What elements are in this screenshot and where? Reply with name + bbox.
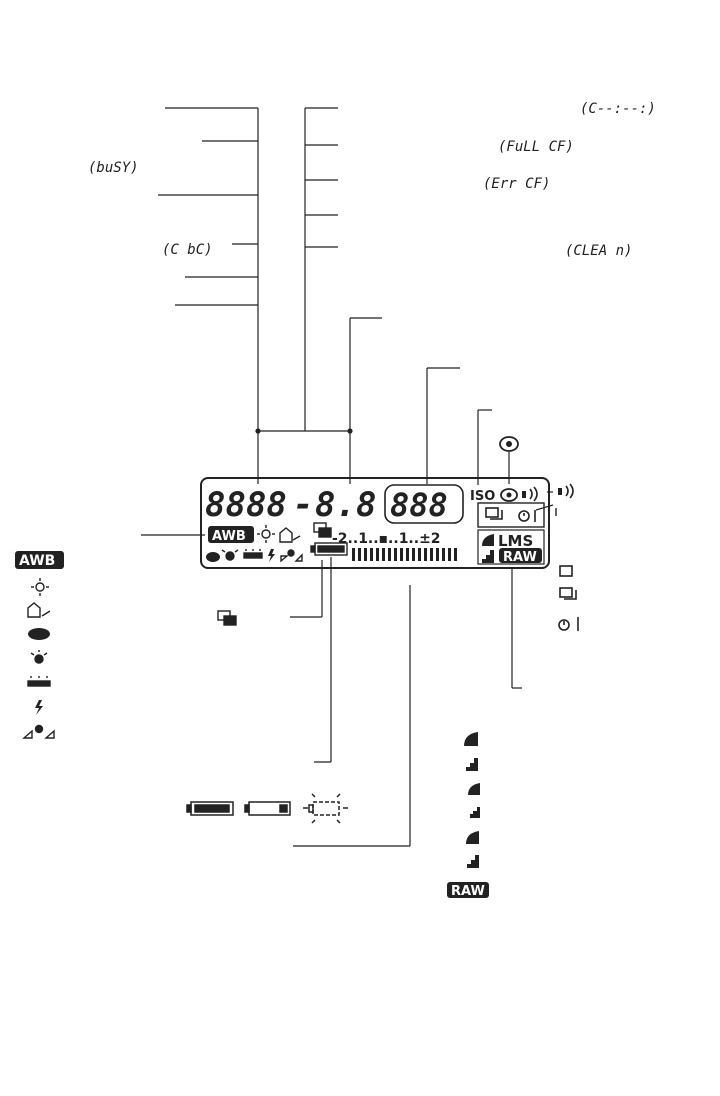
leader-lines-middle (255, 107, 510, 485)
battery-full-icon (186, 801, 234, 816)
leader-lines-left (158, 107, 259, 484)
wb-column: AWB (15, 551, 64, 739)
self-timer-icon (558, 617, 579, 631)
lcd-panel: 8888 - 8.8 888 ISO AWB (200, 477, 550, 569)
exposure-bar (352, 548, 457, 561)
battery-lcd-icon (310, 542, 348, 556)
fluorescent-lcd-icon (243, 549, 263, 559)
cloudy-icon (28, 628, 50, 640)
single-shot-icon (559, 565, 573, 577)
code-busy: (buSY) (88, 160, 139, 176)
cloudy-lcd-icon (206, 552, 220, 562)
custom-wb-icon (22, 724, 55, 739)
quality-column: RAW (447, 732, 489, 899)
code-full-cf: (FuLL CF) (498, 139, 574, 155)
fluorescent-icon (27, 676, 51, 687)
wb-awb-lcd: AWB (212, 529, 246, 544)
flash-icon (35, 700, 43, 715)
bracketing-lcd-icon (313, 522, 332, 538)
code-clear: (CLEA n) (565, 243, 632, 259)
daylight-icon (31, 578, 49, 596)
shots-remaining-display: 888 (390, 486, 448, 524)
large-normal-icon (466, 758, 478, 771)
bracketing-icon (217, 610, 237, 626)
wb-awb: AWB (19, 553, 55, 569)
tungsten-icon (30, 650, 48, 664)
code-cbc: (C bC) (162, 242, 213, 258)
raw-lcd-indicator: RAW (503, 550, 537, 565)
continuous-icon (559, 587, 577, 600)
medium-fine-icon (468, 783, 480, 795)
battery-row (186, 793, 348, 824)
exposure-scale-labels: -2..1..▪..1..±2 (332, 531, 441, 547)
flash-lcd-icon (268, 549, 275, 562)
shutter-speed-display: 8888 (205, 485, 287, 525)
leader-lines-bottom (141, 491, 554, 847)
code-err-cf: (Err CF) (483, 176, 550, 192)
shade-icon (27, 602, 51, 618)
custom-wb-lcd-icon (280, 549, 303, 563)
battery-exhausted-icon (303, 793, 348, 824)
red-eye-icon (499, 436, 519, 452)
drive-column (558, 565, 579, 631)
beeper-icon-callout (558, 483, 574, 499)
large-fine-icon (464, 732, 478, 746)
small-fine-icon (466, 831, 479, 844)
raw-indicator: RAW (451, 884, 485, 899)
normal-lcd-icon (482, 550, 494, 563)
red-eye-lcd-icon (500, 488, 518, 502)
tungsten-lcd-icon (221, 549, 239, 561)
self-timer-lcd-icon (518, 510, 536, 522)
shade-lcd-icon (279, 527, 301, 543)
daylight-lcd-icon (257, 525, 275, 543)
quality-sizes: LMS (498, 532, 533, 550)
battery-low-icon (244, 801, 291, 816)
beeper-icon (522, 486, 538, 502)
small-normal-icon (467, 855, 479, 868)
code-card-error: (C--:--:) (580, 101, 656, 117)
fine-lcd-icon (482, 534, 494, 546)
status-codes: (C--:--:) (FuLL CF) (buSY) (Err CF) (C b… (88, 101, 656, 259)
continuous-lcd-icon (485, 507, 503, 520)
display-dash: - (293, 485, 313, 525)
iso-indicator: ISO (470, 489, 495, 504)
aperture-display: 8.8 (315, 485, 376, 525)
medium-normal-icon (470, 807, 480, 818)
